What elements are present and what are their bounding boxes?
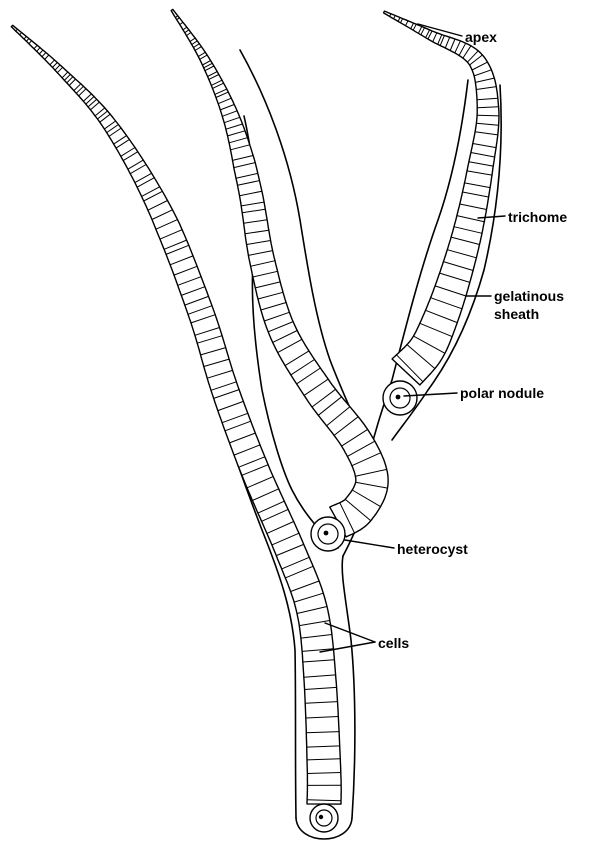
trichome-branch-right-outline [384, 11, 499, 385]
polar-nodule [383, 381, 417, 415]
trichome-main [11, 25, 341, 804]
sheath-outline-right-trunk [342, 556, 355, 818]
label-trichome: trichome [508, 209, 567, 225]
gelatinous-sheath [92, 50, 501, 839]
label-gelatinous-sheath-line1: gelatinous [494, 288, 564, 304]
heterocyst-basal [310, 804, 338, 832]
leader-heterocyst [345, 540, 394, 548]
trichomes [11, 9, 499, 804]
label-apex: apex [465, 29, 497, 45]
trichome-branch-right [384, 11, 499, 385]
label-cells: cells [378, 635, 409, 651]
heterocyst-intercalary [311, 517, 345, 551]
label-polar-nodule: polar nodule [460, 385, 544, 401]
cell-septum [477, 115, 499, 116]
label-gelatinous-sheath-line2: sheath [494, 306, 539, 322]
trichome-main-outline [11, 25, 341, 804]
label-heterocyst: heterocyst [397, 541, 468, 557]
